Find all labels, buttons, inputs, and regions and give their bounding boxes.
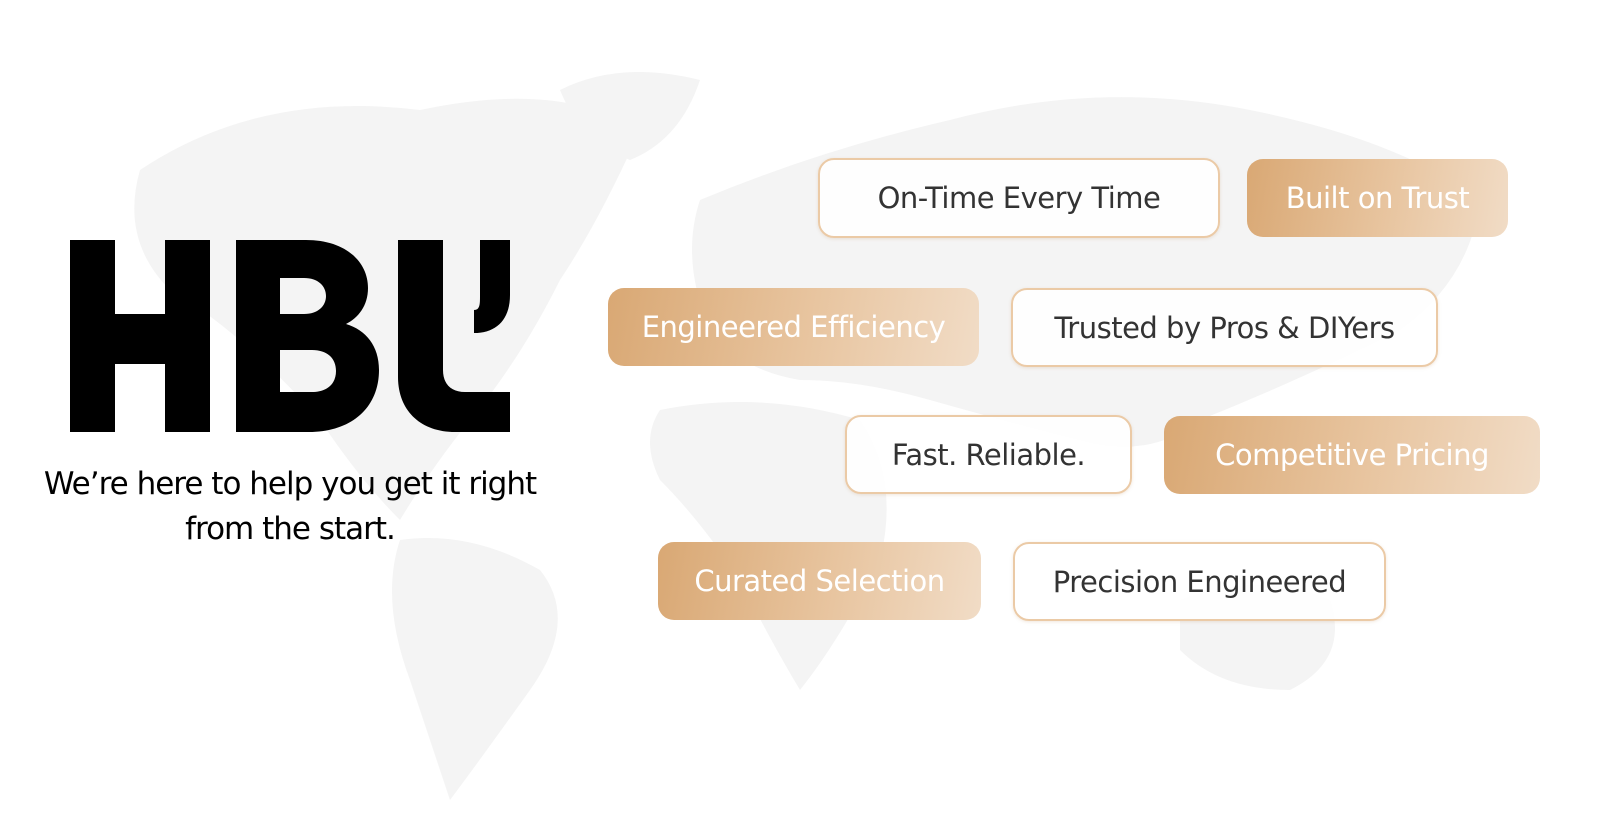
- badge-competitive-pricing: Competitive Pricing: [1164, 416, 1540, 494]
- badge-built-on-trust: Built on Trust: [1247, 159, 1508, 237]
- badge-fast-reliable: Fast. Reliable.: [845, 415, 1132, 494]
- tagline: We’re here to help you get it right from…: [43, 466, 537, 547]
- badge-curated-selection: Curated Selection: [658, 542, 981, 620]
- badge-on-time: On-Time Every Time: [818, 158, 1220, 238]
- badge-precision-engineered: Precision Engineered: [1013, 542, 1386, 621]
- badge-trusted-by-pros: Trusted by Pros & DIYers: [1011, 288, 1438, 367]
- hbl-logo: [70, 240, 510, 432]
- badge-engineered-efficiency: Engineered Efficiency: [608, 288, 979, 366]
